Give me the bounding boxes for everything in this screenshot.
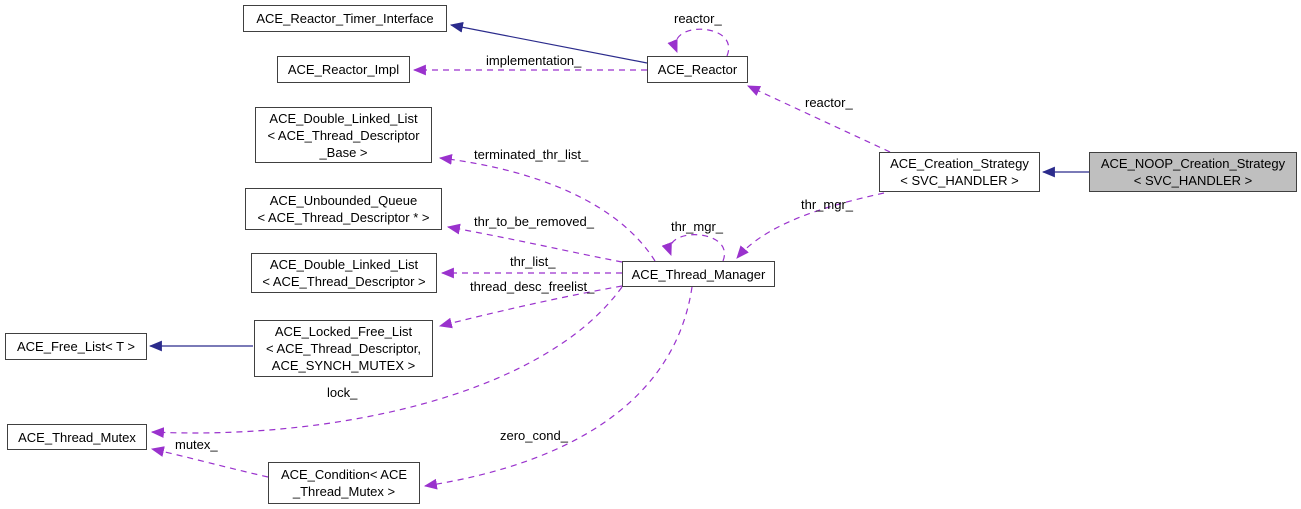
edge-terminated-thr-list: [438, 154, 656, 262]
edge-thr-mgr-self-loop: [661, 234, 726, 262]
edge-label-reactor-member: reactor_: [805, 95, 853, 110]
edge-label-thr-to-be-removed: thr_to_be_removed_: [474, 214, 594, 229]
node-ace-double-linked-list-base[interactable]: ACE_Double_Linked_List < ACE_Thread_Desc…: [255, 107, 432, 163]
node-ace-reactor-impl[interactable]: ACE_Reactor_Impl: [277, 56, 410, 83]
node-ace-free-list[interactable]: ACE_Free_List< T >: [5, 333, 147, 360]
node-ace-noop-creation-strategy: ACE_NOOP_Creation_Strategy < SVC_HANDLER…: [1089, 152, 1297, 192]
edge-label-thr-mgr-member: thr_mgr_: [801, 197, 854, 212]
edge-label-zero-cond: zero_cond_: [500, 428, 568, 443]
edge-creation-strategy-reactor: [747, 85, 891, 153]
edge-label-lock: lock_: [327, 385, 358, 400]
edge-mutex: [150, 446, 269, 478]
node-ace-condition[interactable]: ACE_Condition< ACE _Thread_Mutex >: [268, 462, 420, 504]
node-ace-unbounded-queue[interactable]: ACE_Unbounded_Queue < ACE_Thread_Descrip…: [245, 188, 442, 230]
edge-thr-to-be-removed: [446, 223, 623, 263]
node-ace-double-linked-list-thread-descriptor[interactable]: ACE_Double_Linked_List < ACE_Thread_Desc…: [251, 253, 437, 293]
edge-label-terminated-thr-list: terminated_thr_list_: [474, 147, 589, 162]
node-ace-thread-mutex[interactable]: ACE_Thread_Mutex: [7, 424, 147, 450]
edge-label-implementation: implementation_: [486, 53, 582, 68]
node-ace-thread-manager[interactable]: ACE_Thread_Manager: [622, 261, 775, 287]
edge-label-thread-desc-freelist: thread_desc_freelist_: [470, 279, 595, 294]
edge-lock: [150, 286, 623, 438]
edge-creation-strategy-thr-mgr: [736, 192, 885, 259]
edge-label-reactor-self: reactor_: [674, 11, 722, 26]
edge-label-thr-list: thr_list_: [510, 254, 556, 269]
node-ace-reactor-timer-interface[interactable]: ACE_Reactor_Timer_Interface: [243, 5, 447, 32]
edge-label-thr-mgr-self: thr_mgr_: [671, 219, 724, 234]
edge-thread-desc-freelist: [438, 285, 623, 329]
node-ace-locked-free-list[interactable]: ACE_Locked_Free_List < ACE_Thread_Descri…: [254, 320, 433, 377]
edge-reactor-self-loop: [667, 28, 730, 57]
edge-zero-cond: [423, 286, 693, 490]
node-ace-reactor[interactable]: ACE_Reactor: [647, 56, 748, 83]
node-ace-creation-strategy[interactable]: ACE_Creation_Strategy < SVC_HANDLER >: [879, 152, 1040, 192]
edge-reactor-inherits-timer-interface: [449, 21, 648, 64]
edge-label-mutex: mutex_: [175, 437, 218, 452]
